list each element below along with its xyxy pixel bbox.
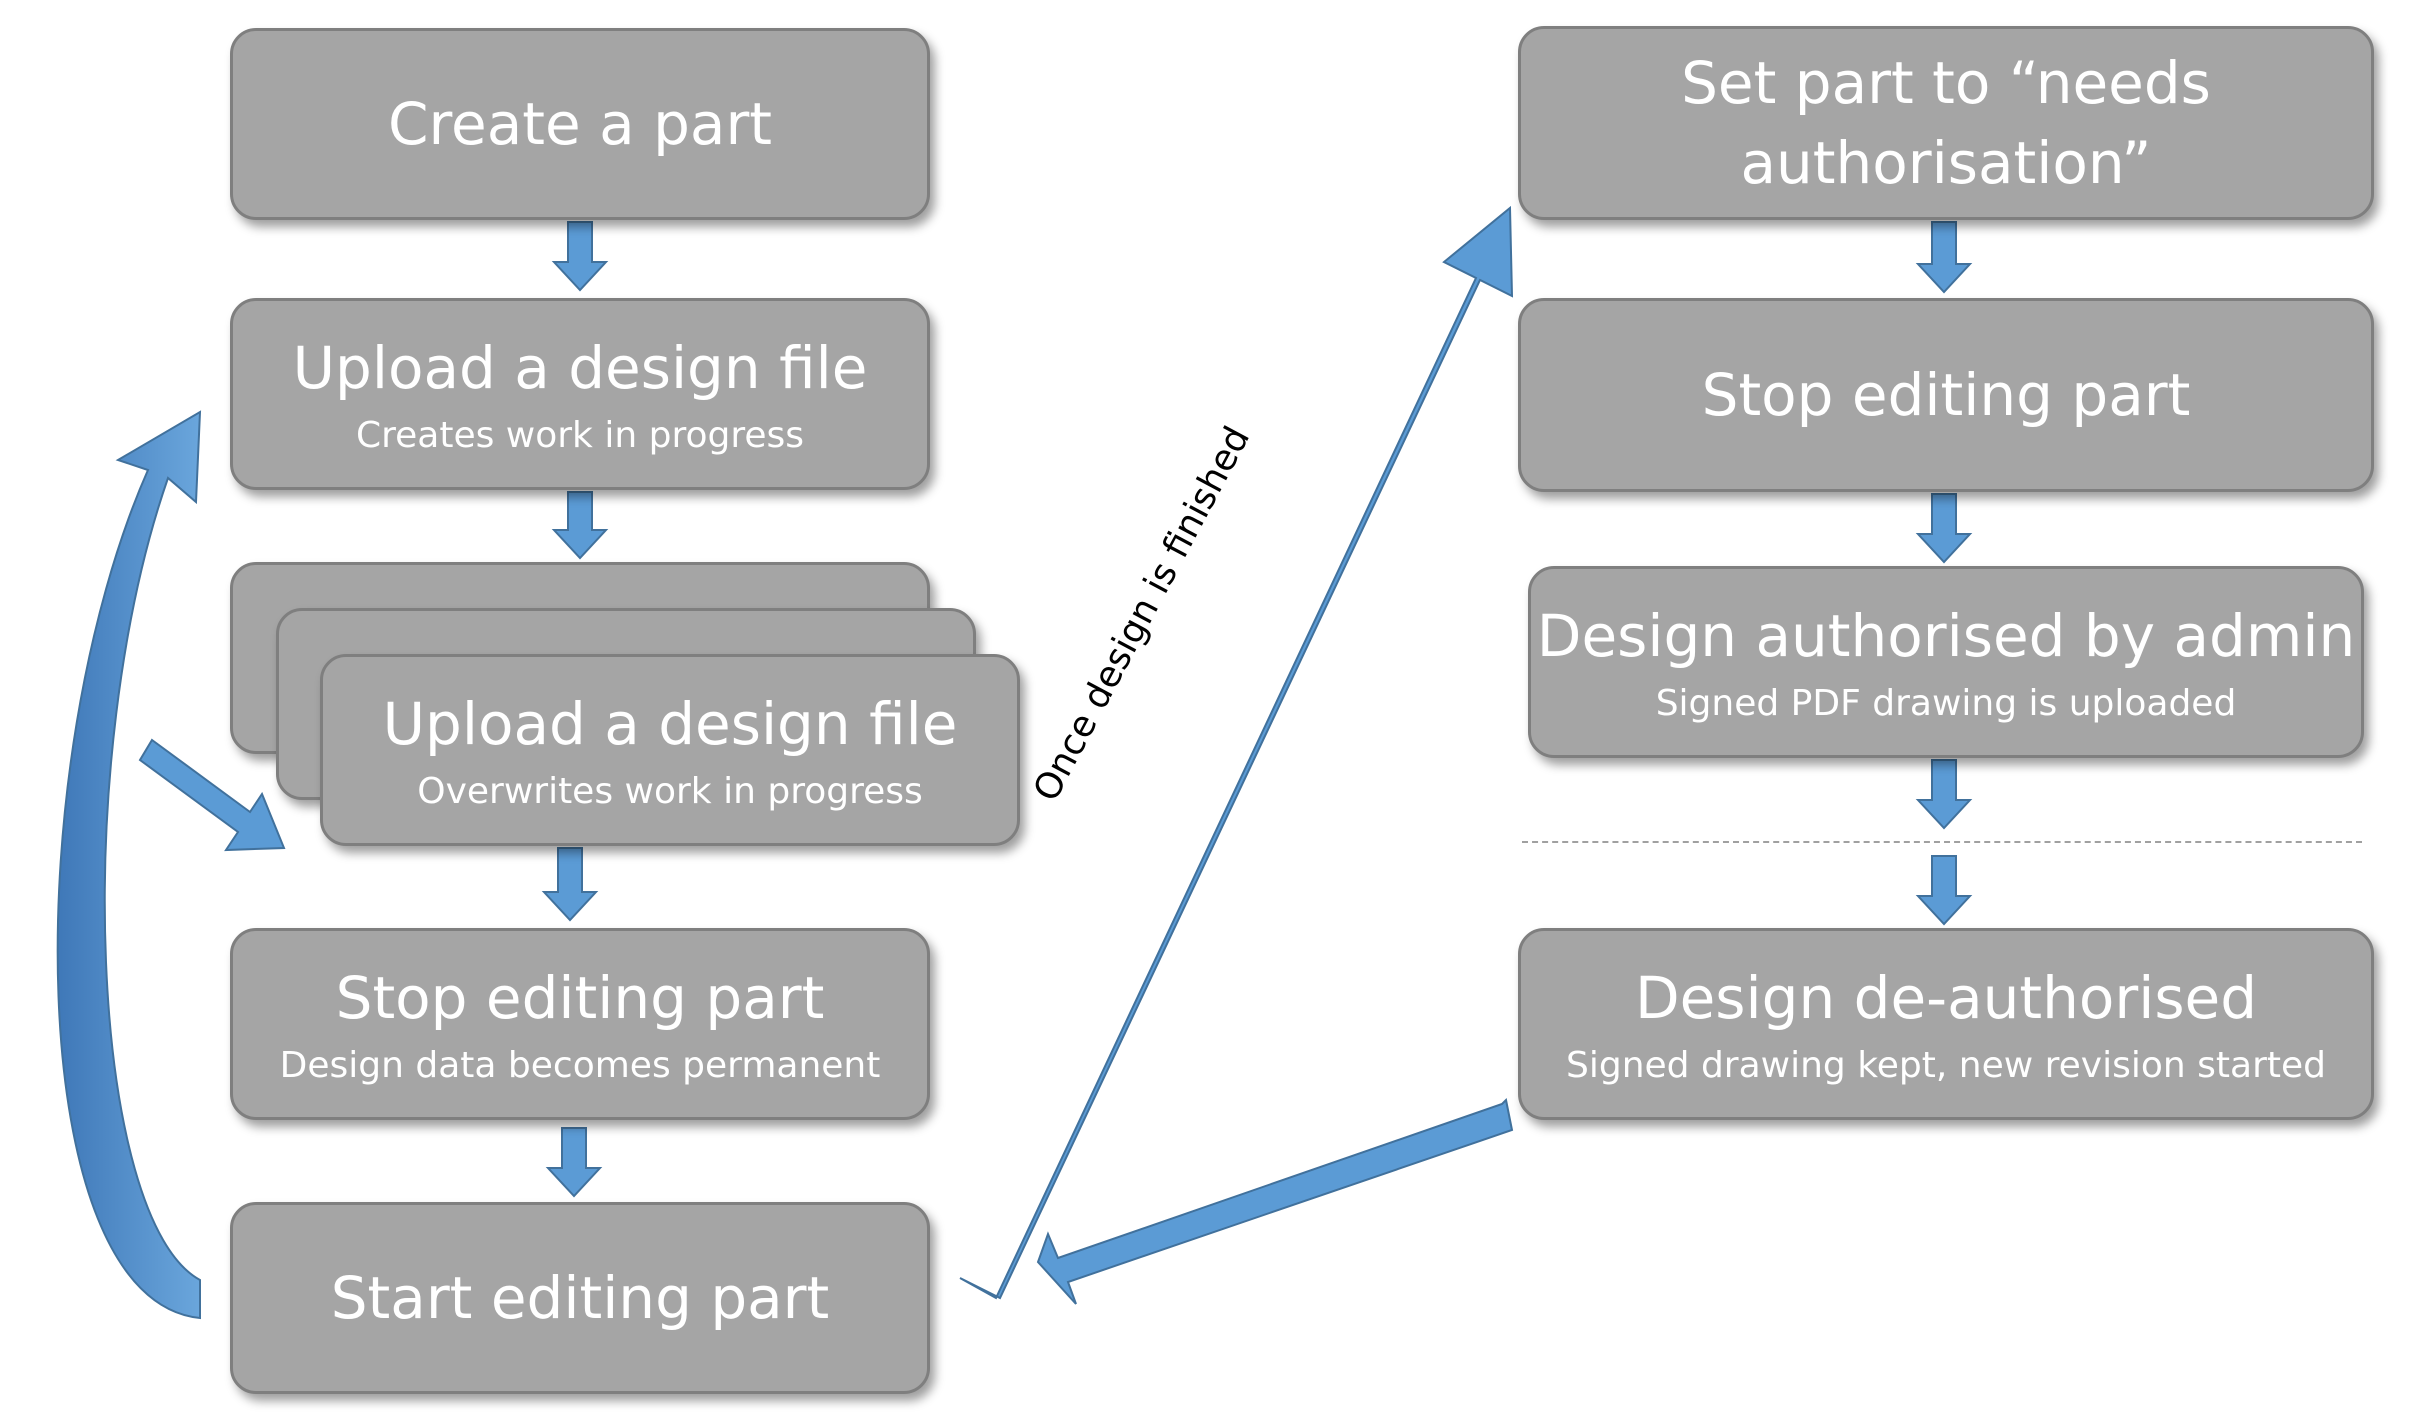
upload-overwrite-box: Upload a design file Overwrites work in … — [320, 654, 1020, 846]
design-authorised-subtitle: Signed PDF drawing is uploaded — [1655, 683, 2237, 724]
design-deauthorised-title: Design de-authorised — [1634, 964, 2258, 1032]
design-deauthorised-subtitle: Signed drawing kept, new revision starte… — [1565, 1045, 2326, 1086]
create-part-box: Create a part — [230, 28, 930, 220]
needs-authorisation-title: Set part to “needs authorisation” — [1681, 49, 2211, 197]
dashed-divider — [1522, 841, 2362, 843]
stop-editing-left-subtitle: Design data becomes permanent — [279, 1045, 881, 1086]
design-finished-arrow — [959, 205, 1514, 1300]
stop-editing-left-title: Stop editing part — [335, 964, 825, 1032]
repeat-upload-arrow — [138, 738, 286, 852]
upload-design-file-box: Upload a design file Creates work in pro… — [230, 298, 930, 490]
loop-back-arrow — [56, 410, 202, 1320]
stop-editing-left-box: Stop editing part Design data becomes pe… — [230, 928, 930, 1120]
stop-editing-right-box: Stop editing part — [1518, 298, 2374, 492]
needs-authorisation-box: Set part to “needs authorisation” — [1518, 26, 2374, 220]
start-editing-title: Start editing part — [330, 1264, 830, 1332]
stop-editing-right-title: Stop editing part — [1701, 361, 2191, 429]
upload-design-file-subtitle: Creates work in progress — [355, 415, 805, 456]
upload-overwrite-subtitle: Overwrites work in progress — [417, 771, 923, 812]
upload-overwrite-title: Upload a design file — [382, 690, 958, 758]
return-to-start-arrow — [1036, 1097, 1514, 1305]
design-authorised-box: Design authorised by admin Signed PDF dr… — [1528, 566, 2364, 758]
upload-design-file-title: Upload a design file — [292, 334, 868, 402]
design-authorised-title: Design authorised by admin — [1536, 602, 2356, 670]
down-arrows — [541, 221, 1973, 1198]
start-editing-box: Start editing part — [230, 1202, 930, 1394]
create-part-title: Create a part — [387, 90, 773, 158]
design-deauthorised-box: Design de-authorised Signed drawing kept… — [1518, 928, 2374, 1120]
